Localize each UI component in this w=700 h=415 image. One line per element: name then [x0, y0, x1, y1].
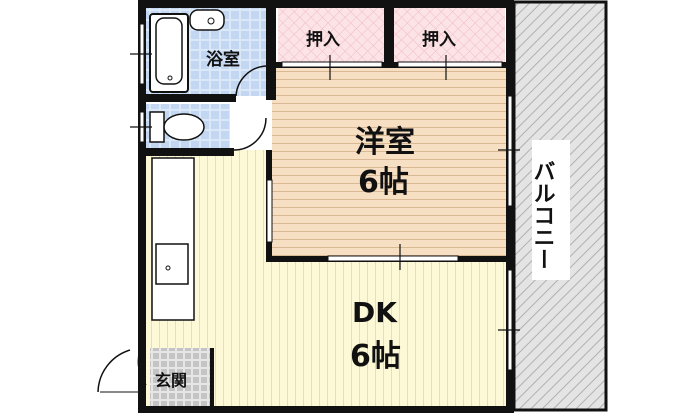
western-room-floor [272, 66, 508, 258]
bathtub-icon [149, 13, 189, 93]
western-room-label: 洋室 [355, 125, 415, 160]
closet-right-label: 押入 [422, 29, 456, 50]
entrance-label: 玄関 [155, 371, 187, 390]
closet-right [393, 8, 505, 64]
tick-marks [130, 53, 520, 331]
balcony-label: バルコニー [530, 160, 555, 270]
closet-left [278, 8, 386, 64]
entrance-floor [150, 348, 210, 406]
kitchen-counter [151, 157, 195, 321]
dk-label: DK [352, 296, 398, 329]
western-room-size: 6帖 [358, 165, 409, 200]
closet-left-label: 押入 [306, 29, 340, 50]
balcony [512, 0, 608, 412]
doors [97, 65, 267, 393]
dk-size: 6帖 [350, 339, 401, 374]
toilet-icon [149, 111, 205, 143]
bathroom-label: 浴室 [206, 49, 240, 70]
sink-icon [189, 9, 225, 31]
